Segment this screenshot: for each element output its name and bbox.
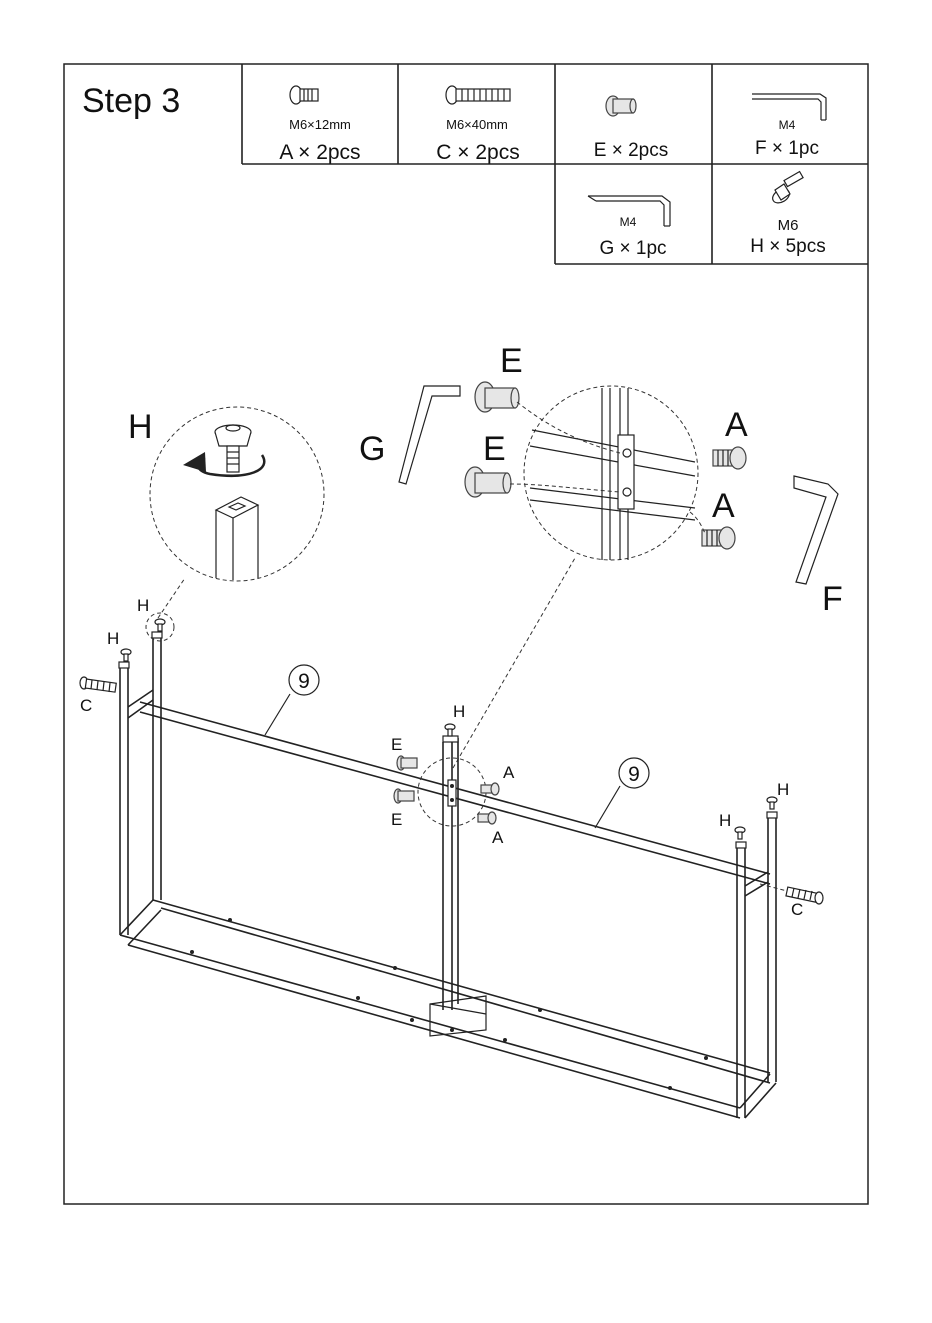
part-cell-e: E × 2pcs: [594, 96, 668, 161]
parts-table: M6×12mm A × 2pcs M6×40mm C × 2pcs: [242, 64, 868, 264]
short-bolt-icon: [713, 447, 746, 469]
allen-key-icon: [794, 476, 838, 584]
callout-f-label: F: [822, 580, 843, 618]
detail-h: H: [128, 407, 324, 581]
frame-joint-detail: [530, 388, 695, 560]
frame-callout-h-1: H: [137, 596, 149, 615]
barrel-nut-icon: [475, 382, 519, 412]
detail-ea-circle: [524, 386, 698, 560]
frame-callout-e-top: E: [391, 735, 402, 754]
callout-e-bottom-label: E: [483, 430, 506, 468]
barrel-nut-icon: [397, 756, 417, 770]
part-g-size: M4: [620, 215, 637, 229]
barrel-nut-icon: [465, 467, 511, 497]
short-bolt-icon: [478, 812, 496, 824]
part-e-qty: E × 2pcs: [594, 140, 668, 161]
part-cell-c: M6×40mm C × 2pcs: [436, 86, 519, 164]
allen-key-icon: [399, 386, 460, 484]
frame-callout-h-2: H: [107, 629, 119, 648]
frame-callout-c-left: C: [80, 696, 92, 715]
leveling-foot-icon: [215, 425, 251, 472]
callout-a-bottom-label: A: [712, 487, 735, 525]
callout-a-top-label: A: [725, 406, 748, 444]
part-g-qty: G × 1pc: [599, 238, 666, 259]
part-cell-h: M6 H × 5pcs: [750, 172, 826, 257]
frame-callout-e-bottom: E: [391, 810, 402, 829]
frame-post-top: [216, 497, 258, 580]
part-number-left: 9: [298, 670, 310, 693]
page-border: [64, 64, 868, 1204]
leveling-foot-icon: [121, 649, 131, 661]
long-bolt-icon: [446, 86, 510, 104]
callout-g-label: G: [359, 430, 385, 468]
allen-key-g: G: [359, 386, 460, 484]
part-f-qty: F × 1pc: [755, 138, 819, 159]
part-number-callout-right: 9: [595, 758, 649, 828]
frame-callout-a-bottom: A: [492, 828, 504, 847]
long-bolt-icon: [80, 677, 116, 692]
allen-key-icon: [752, 94, 826, 120]
short-bolt-icon: [702, 527, 735, 549]
part-a-size: M6×12mm: [289, 117, 351, 132]
frame-callout-h-3: H: [453, 702, 465, 721]
leveling-foot-icon: [735, 827, 745, 839]
leveling-foot-icon: [155, 619, 165, 631]
rotate-arrow-icon: [183, 452, 264, 476]
step-title: Step 3: [82, 82, 180, 120]
part-cell-f: M4 F × 1pc: [752, 94, 826, 159]
part-h-size: M6: [778, 217, 799, 234]
leveling-foot-icon: [767, 797, 777, 809]
short-bolt-icon: [481, 783, 499, 795]
part-c-size: M6×40mm: [446, 117, 508, 132]
part-number-callout-left: 9: [265, 665, 319, 735]
part-c-qty: C × 2pcs: [436, 141, 519, 164]
callout-e-top-label: E: [500, 342, 523, 380]
part-cell-g: M4 G × 1pc: [588, 196, 670, 259]
allen-key-f: F: [794, 476, 843, 618]
barrel-nut-icon: [394, 789, 414, 803]
frame-callout-c-right: C: [791, 900, 803, 919]
frame-callout-h-5: H: [719, 811, 731, 830]
barrel-nut-icon: [606, 96, 636, 116]
short-bolt-icon: [290, 86, 318, 104]
part-cell-a: M6×12mm A × 2pcs: [279, 86, 360, 164]
leveling-foot-icon: [445, 724, 455, 736]
detail-h-label: H: [128, 408, 153, 446]
part-h-qty: H × 5pcs: [750, 236, 826, 257]
part-a-qty: A × 2pcs: [279, 141, 360, 164]
part-number-right: 9: [628, 763, 640, 786]
part-f-size: M4: [779, 118, 796, 132]
leveling-foot-icon: [770, 172, 803, 206]
frame-callout-a-top: A: [503, 763, 515, 782]
frame-callout-h-4: H: [777, 780, 789, 799]
shelf-frame: [119, 632, 777, 1118]
detail-ea: E E A A: [465, 342, 748, 560]
